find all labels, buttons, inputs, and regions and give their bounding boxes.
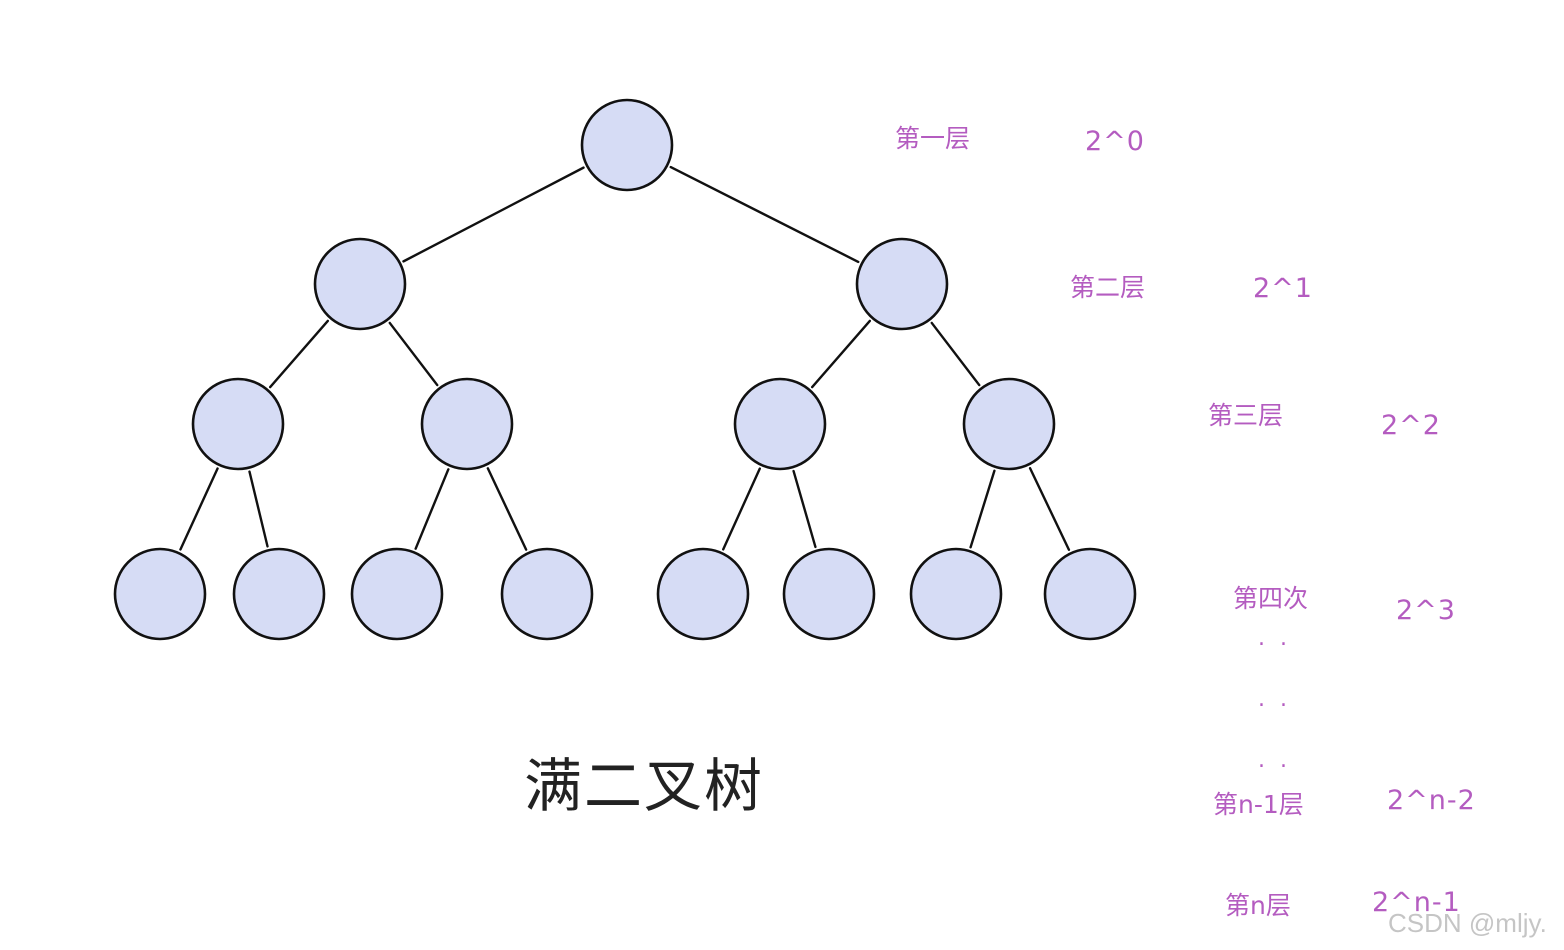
tree-edge: [669, 165, 860, 264]
tree-node-level-4-1: [113, 547, 207, 641]
tree-edge: [792, 469, 817, 549]
level-count-n-1: 2^n-2: [1387, 785, 1476, 816]
tree-edge: [248, 470, 269, 548]
diagram-title: 满二叉树: [524, 752, 765, 820]
tree-node-level-4-5: [656, 547, 750, 641]
level-count-1: 2^0: [1085, 126, 1145, 157]
tree-node-level-4-2: [232, 547, 326, 641]
level-count-2: 2^1: [1253, 273, 1313, 304]
tree-edge: [722, 467, 761, 551]
tree-node-level-4-7: [909, 547, 1003, 641]
tree-node-level-1-1: [580, 98, 674, 192]
level-label-4: 第四次: [1233, 584, 1309, 613]
tree-node-level-2-2: [855, 237, 949, 331]
level-label-n: 第n层: [1225, 891, 1291, 920]
ellipsis-2: . .: [1258, 687, 1291, 712]
ellipsis-3: . .: [1258, 748, 1291, 773]
tree-node-level-4-4: [500, 547, 594, 641]
tree-edge: [414, 468, 450, 550]
tree-edge: [969, 469, 996, 549]
tree-edge: [268, 319, 330, 389]
tree-edge: [1028, 467, 1071, 551]
tree-edge: [402, 166, 585, 263]
tree-edge: [930, 321, 981, 387]
tree-node-level-2-1: [313, 237, 407, 331]
level-count-4: 2^3: [1396, 595, 1456, 626]
tree-node-level-4-6: [782, 547, 876, 641]
tree-node-level-4-3: [350, 547, 444, 641]
level-label-2: 第二层: [1070, 273, 1146, 302]
tree-node-level-3-3: [733, 377, 827, 471]
tree-edge: [810, 319, 872, 389]
level-label-n-1: 第n-1层: [1213, 790, 1304, 819]
level-count-n: 2^n-1: [1372, 887, 1461, 918]
tree-edge: [388, 321, 439, 387]
tree-node-level-3-2: [420, 377, 514, 471]
level-count-3: 2^2: [1381, 410, 1441, 441]
level-label-1: 第一层: [895, 124, 971, 153]
tree-nodes: [113, 98, 1137, 641]
tree-node-level-3-1: [191, 377, 285, 471]
tree-edges: [179, 165, 1071, 551]
ellipsis-1: . .: [1258, 626, 1291, 651]
tree-edge: [486, 467, 528, 551]
level-label-3: 第三层: [1208, 401, 1284, 430]
tree-node-level-4-8: [1043, 547, 1137, 641]
tree-edge: [179, 467, 219, 551]
watermark: CSDN @mljy.: [1388, 908, 1547, 938]
tree-node-level-3-4: [962, 377, 1056, 471]
